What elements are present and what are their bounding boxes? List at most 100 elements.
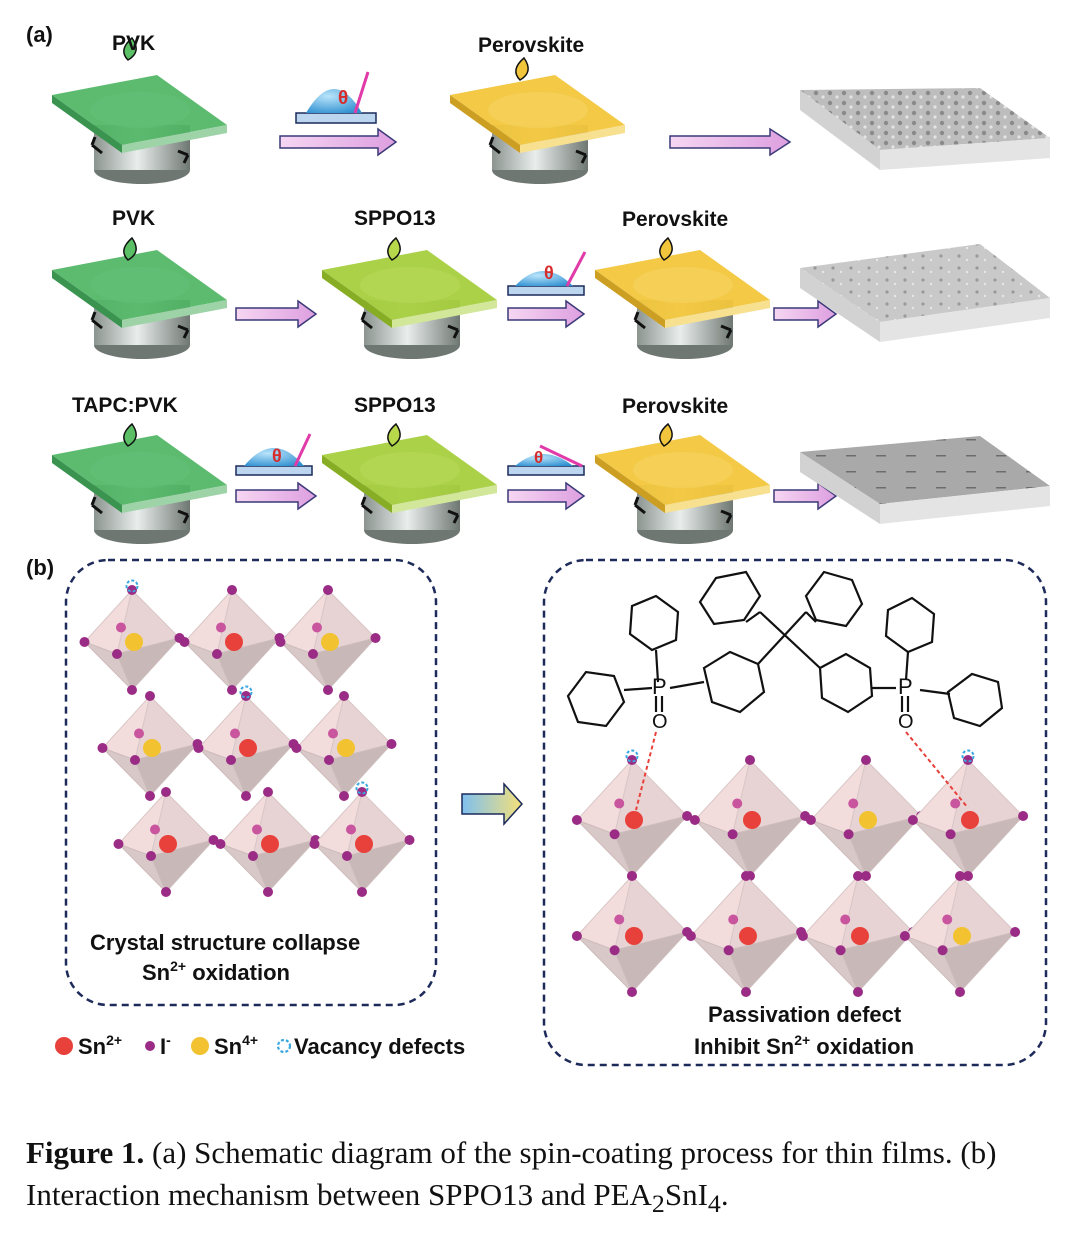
octahedron	[97, 691, 203, 801]
octahedron	[689, 755, 811, 881]
caption-sub-1: 2	[651, 1189, 665, 1219]
iodide-atom	[216, 622, 226, 633]
contact-angle-icon: θ	[235, 433, 313, 476]
iodide-atom	[728, 914, 739, 925]
sn4-atom	[337, 739, 355, 757]
iodide-atom	[263, 787, 273, 797]
row2-spin-coater-perovskite	[595, 250, 770, 359]
iodide-atom	[291, 743, 302, 753]
left-caption-line1: Crystal structure collapse	[90, 930, 360, 955]
legend-sn2-marker	[55, 1037, 73, 1055]
dropper-icon	[387, 236, 401, 261]
iodide-atom	[145, 691, 155, 701]
iodide-atom	[146, 851, 156, 861]
process-arrow	[773, 299, 838, 329]
iodide-atom	[609, 945, 620, 956]
sn4-atom	[953, 927, 971, 945]
iodide-atom	[161, 887, 171, 897]
iodide-atom	[950, 798, 961, 809]
iodide-atom	[627, 871, 637, 881]
dropper-icon	[515, 56, 529, 81]
iodide-atom	[685, 931, 696, 941]
left-octahedra-lattice	[79, 579, 415, 897]
row1-perovskite-label: Perovskite	[478, 34, 584, 57]
row3-tapc-pvk-label: TAPC:PVK	[72, 394, 178, 417]
iodide-atom	[215, 839, 226, 849]
vacancy-defect	[125, 579, 139, 593]
iodide-atom	[945, 829, 956, 840]
octahedron	[571, 871, 693, 997]
iodide-atom	[339, 791, 349, 801]
row2-pvk-label: PVK	[112, 207, 155, 230]
iodide-atom	[309, 839, 320, 849]
iodide-atom	[955, 987, 965, 997]
iodide-atom	[571, 931, 582, 941]
process-arrow	[773, 481, 838, 511]
sppo13-molecule	[566, 570, 1004, 728]
interaction-bond-right	[905, 731, 969, 809]
iodide-atom	[942, 914, 953, 925]
iodide-atom	[150, 824, 160, 835]
figure-caption: Figure 1. (a) Schematic diagram of the s…	[26, 1132, 1056, 1225]
legend-vacancy-label: Vacancy defects	[294, 1034, 465, 1059]
sn2-atom	[261, 835, 279, 853]
right-panel-box	[542, 558, 1048, 1067]
transition-arrow	[461, 782, 524, 826]
phosphorus-atom-left: P	[652, 674, 667, 699]
iodide-atom	[727, 829, 738, 840]
legend: Sn2+ I- Sn4+ Vacancy defects	[55, 1032, 465, 1059]
row1-spin-coater-perovskite	[450, 75, 625, 184]
dropper-icon	[659, 422, 673, 447]
iodide-atom	[179, 637, 190, 647]
iodide-atom	[899, 931, 910, 941]
iodide-atom	[370, 633, 381, 643]
iodide-atom	[937, 945, 948, 956]
row2-spin-coater-sppo13	[322, 250, 497, 359]
sem-film-image	[800, 88, 1050, 170]
iodide-atom	[963, 755, 973, 765]
iodide-atom	[805, 815, 816, 825]
iodide-atom	[797, 931, 808, 941]
contact-angle-icon: θ	[295, 71, 377, 124]
iodide-atom	[145, 791, 155, 801]
sn2-atom	[739, 927, 757, 945]
process-arrow	[507, 481, 586, 511]
iodide-atom	[963, 871, 973, 881]
iodide-atom	[323, 585, 333, 595]
sem-film-image	[800, 244, 1050, 342]
iodide-atom	[848, 798, 859, 809]
iodide-atom	[324, 755, 334, 765]
phosphorus-atom-right: P	[898, 674, 913, 699]
iodide-atom	[571, 815, 582, 825]
iodide-atom	[682, 811, 693, 821]
right-caption-line2: Inhibit Sn2+ oxidation	[694, 1032, 914, 1059]
row2-sppo13-label: SPPO13	[354, 207, 436, 230]
sn2-atom	[961, 811, 979, 829]
iodide-atom	[955, 871, 965, 881]
dropper-icon	[387, 422, 401, 447]
iodide-atom	[342, 851, 352, 861]
caption-text-1: (a) Schematic diagram of the spin-coatin…	[26, 1135, 997, 1212]
iodide-atom	[241, 791, 251, 801]
iodide-atom	[252, 824, 262, 835]
iodide-atom	[193, 743, 204, 753]
iodide-atom	[212, 649, 222, 659]
iodide-atom	[116, 622, 126, 633]
iodide-atom	[161, 787, 171, 797]
row3-sppo13-label: SPPO13	[354, 394, 436, 417]
iodide-atom	[835, 945, 846, 956]
iodide-atom	[627, 987, 637, 997]
iodide-atom	[1010, 927, 1021, 937]
octahedron	[805, 755, 927, 881]
legend-vacancy-marker	[276, 1038, 292, 1054]
octahedron	[571, 749, 693, 881]
octahedron	[275, 585, 381, 695]
legend-sn4-label: Sn4+	[214, 1032, 258, 1059]
row3-perovskite-label: Perovskite	[622, 395, 728, 418]
octahedron	[179, 585, 285, 695]
sn2-atom	[625, 811, 643, 829]
octahedron	[113, 787, 219, 897]
iodide-atom	[404, 835, 415, 845]
iodide-atom	[79, 637, 90, 647]
process-arrow	[507, 299, 586, 329]
